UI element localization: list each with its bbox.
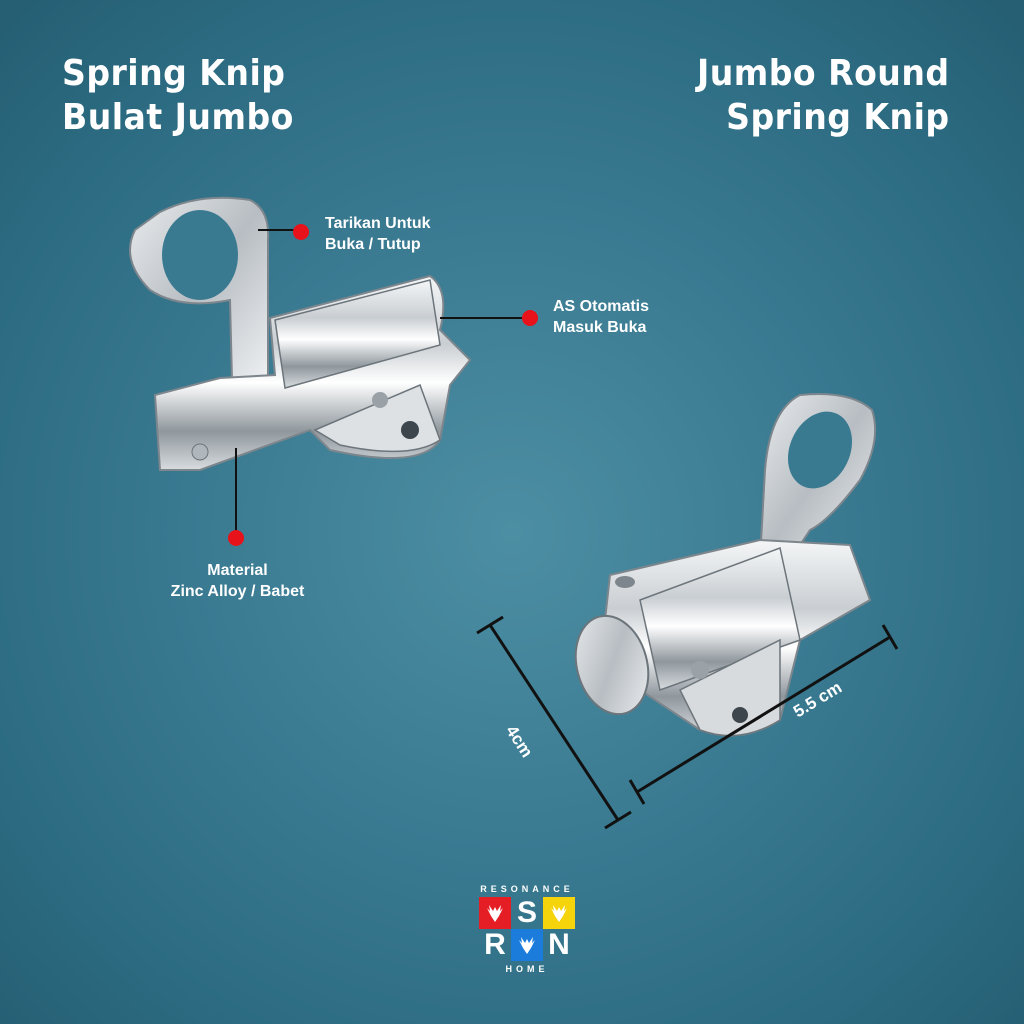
- callout-dot: [293, 224, 309, 240]
- title-english: Jumbo Round Spring Knip: [697, 52, 950, 140]
- callout-dot: [228, 530, 244, 546]
- crest-icon: [543, 897, 575, 929]
- dimension-width-line: [628, 624, 899, 805]
- callout-text: Masuk Buka: [553, 319, 647, 336]
- latch-top-view: [129, 196, 472, 471]
- logo-letter-s: S: [516, 896, 537, 929]
- callout-material: Material Zinc Alloy / Babet: [150, 560, 325, 602]
- brand-logo: RESONANCE S R N HOME: [475, 884, 579, 974]
- callout-auto-bolt: AS Otomatis Masuk Buka: [553, 296, 649, 338]
- callout-dot: [522, 310, 538, 326]
- title-left-line2: Bulat Jumbo: [62, 97, 294, 138]
- logo-letter-r: R: [484, 928, 506, 961]
- callout-text: Material: [207, 562, 268, 579]
- title-indonesian: Spring Knip Bulat Jumbo: [62, 52, 294, 140]
- dimension-height-line: [476, 615, 632, 830]
- logo-bottom-text: HOME: [505, 964, 549, 974]
- title-left-line1: Spring Knip: [62, 53, 286, 94]
- callout-text: Tarikan Untuk: [325, 215, 431, 232]
- callout-text: Zinc Alloy / Babet: [170, 583, 305, 600]
- latch-side-view: [574, 393, 877, 737]
- callout-text: Buka / Tutup: [325, 236, 421, 253]
- crest-icon: [511, 929, 543, 961]
- logo-letter-n: N: [548, 928, 570, 961]
- callout-text: AS Otomatis: [553, 298, 650, 315]
- logo-top-text: RESONANCE: [480, 884, 574, 894]
- title-right-line2: Spring Knip: [726, 97, 950, 138]
- callout-pull-ring: Tarikan Untuk Buka / Tutup: [325, 213, 431, 255]
- crest-icon: [479, 897, 511, 929]
- title-right-line1: Jumbo Round: [697, 53, 950, 94]
